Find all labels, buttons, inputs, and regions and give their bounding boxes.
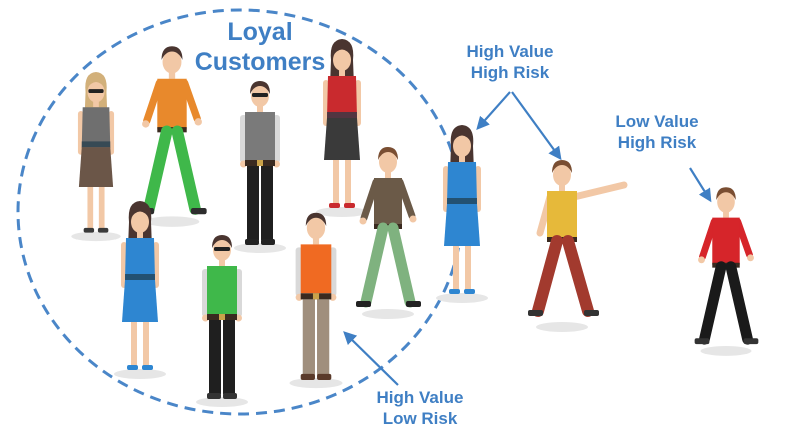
person-red-top-woman xyxy=(316,39,368,217)
loyal-label-line1: Loyal xyxy=(227,18,293,46)
person-grey-vest-man xyxy=(234,81,286,253)
loyal-customers-label: Loyal Customers xyxy=(185,18,335,77)
person-blue-dress-woman-center xyxy=(436,125,488,303)
person-yellow-shirt-man xyxy=(528,160,628,332)
person-blue-dress-woman-left xyxy=(114,201,166,379)
person-grey-dress-woman xyxy=(71,72,121,242)
hvlr-label-line1: High Value xyxy=(376,388,464,407)
hvhr-label-line1: High Value xyxy=(466,42,554,61)
arrow-to-yellow-man xyxy=(511,91,562,161)
low-value-high-risk-label: Low Value High Risk xyxy=(597,112,717,153)
high-value-low-risk-label: High Value Low Risk xyxy=(360,388,480,429)
arrow-to-orange-man xyxy=(343,331,399,386)
lvhr-label-line2: High Risk xyxy=(617,132,697,152)
lvhr-label-line1: Low Value xyxy=(615,112,699,131)
person-green-vest-man xyxy=(196,235,248,407)
hvhr-label-line2: High Risk xyxy=(470,62,550,82)
arrow-to-red-man xyxy=(689,167,712,203)
hvlr-label-line2: Low Risk xyxy=(382,408,458,428)
high-value-high-risk-label: High Value High Risk xyxy=(450,42,570,83)
person-red-shirt-man xyxy=(694,187,759,356)
person-phone-man xyxy=(356,147,421,319)
loyal-label-line2: Customers xyxy=(194,47,326,76)
arrow-to-circle-edge xyxy=(476,91,511,130)
person-orange-vest-man xyxy=(289,212,343,389)
